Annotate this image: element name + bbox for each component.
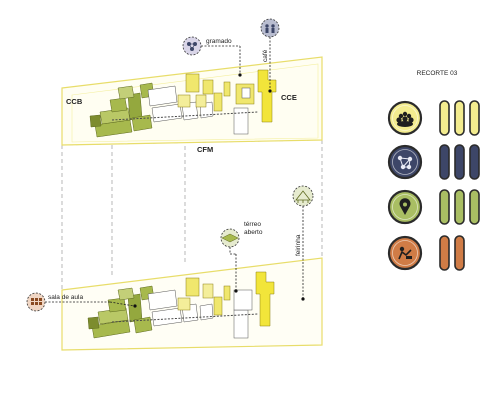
lower-white-buildings bbox=[147, 289, 253, 339]
legend-bar bbox=[454, 100, 465, 136]
legend-bar bbox=[439, 100, 450, 136]
annotation-cafe-label: café bbox=[262, 49, 269, 62]
upper-green-buildings bbox=[89, 82, 155, 138]
upper-yellow-buildings bbox=[177, 69, 277, 123]
legend-row bbox=[387, 189, 480, 225]
legend-bar bbox=[439, 235, 450, 271]
legend-bar bbox=[454, 235, 465, 271]
legend-bar bbox=[469, 100, 480, 136]
legend-bar bbox=[469, 144, 480, 180]
legend-row bbox=[387, 144, 480, 180]
lower-green-buildings bbox=[87, 285, 155, 339]
legend-bar bbox=[439, 189, 450, 225]
annotation-sala-de-aula: sala de aula bbox=[26, 292, 137, 312]
label-ccb: CCB bbox=[66, 97, 83, 106]
annotation-feirinha-label: feirinha bbox=[295, 234, 302, 256]
annotation-gramado: gramado bbox=[182, 36, 242, 77]
legend-bar bbox=[454, 144, 465, 180]
lower-level: térreo aberto feirinha sala de bbox=[26, 185, 323, 351]
label-cce: CCE bbox=[281, 93, 297, 102]
legend-bar bbox=[439, 144, 450, 180]
legend-row bbox=[387, 100, 480, 136]
annotation-feirinha: feirinha bbox=[292, 185, 314, 301]
location-pin-icon bbox=[387, 189, 423, 225]
upper-site-shade bbox=[71, 63, 319, 143]
construction-worker-icon bbox=[387, 235, 423, 271]
legend: RECORTE 03 bbox=[387, 70, 480, 271]
lower-yellow-buildings bbox=[177, 271, 275, 327]
label-cfm: CFM bbox=[197, 145, 213, 154]
group-people-icon bbox=[387, 100, 423, 136]
annotation-sala-label: sala de aula bbox=[48, 294, 83, 301]
legend-row bbox=[387, 235, 465, 271]
upper-level: CCB CCE CFM gramado café bbox=[61, 18, 323, 154]
legend-title: RECORTE 03 bbox=[417, 70, 458, 77]
legend-bar bbox=[454, 189, 465, 225]
legend-bar bbox=[469, 189, 480, 225]
annotation-gramado-label: gramado bbox=[206, 38, 232, 45]
legend-rows bbox=[387, 100, 480, 271]
annotation-terreo-aberto: térreo aberto bbox=[220, 221, 263, 293]
annotation-terreo-label-1: térreo bbox=[244, 221, 261, 228]
annotation-terreo-label-2: aberto bbox=[244, 229, 263, 236]
annotation-cafe: café bbox=[260, 18, 280, 93]
network-icon bbox=[387, 144, 423, 180]
